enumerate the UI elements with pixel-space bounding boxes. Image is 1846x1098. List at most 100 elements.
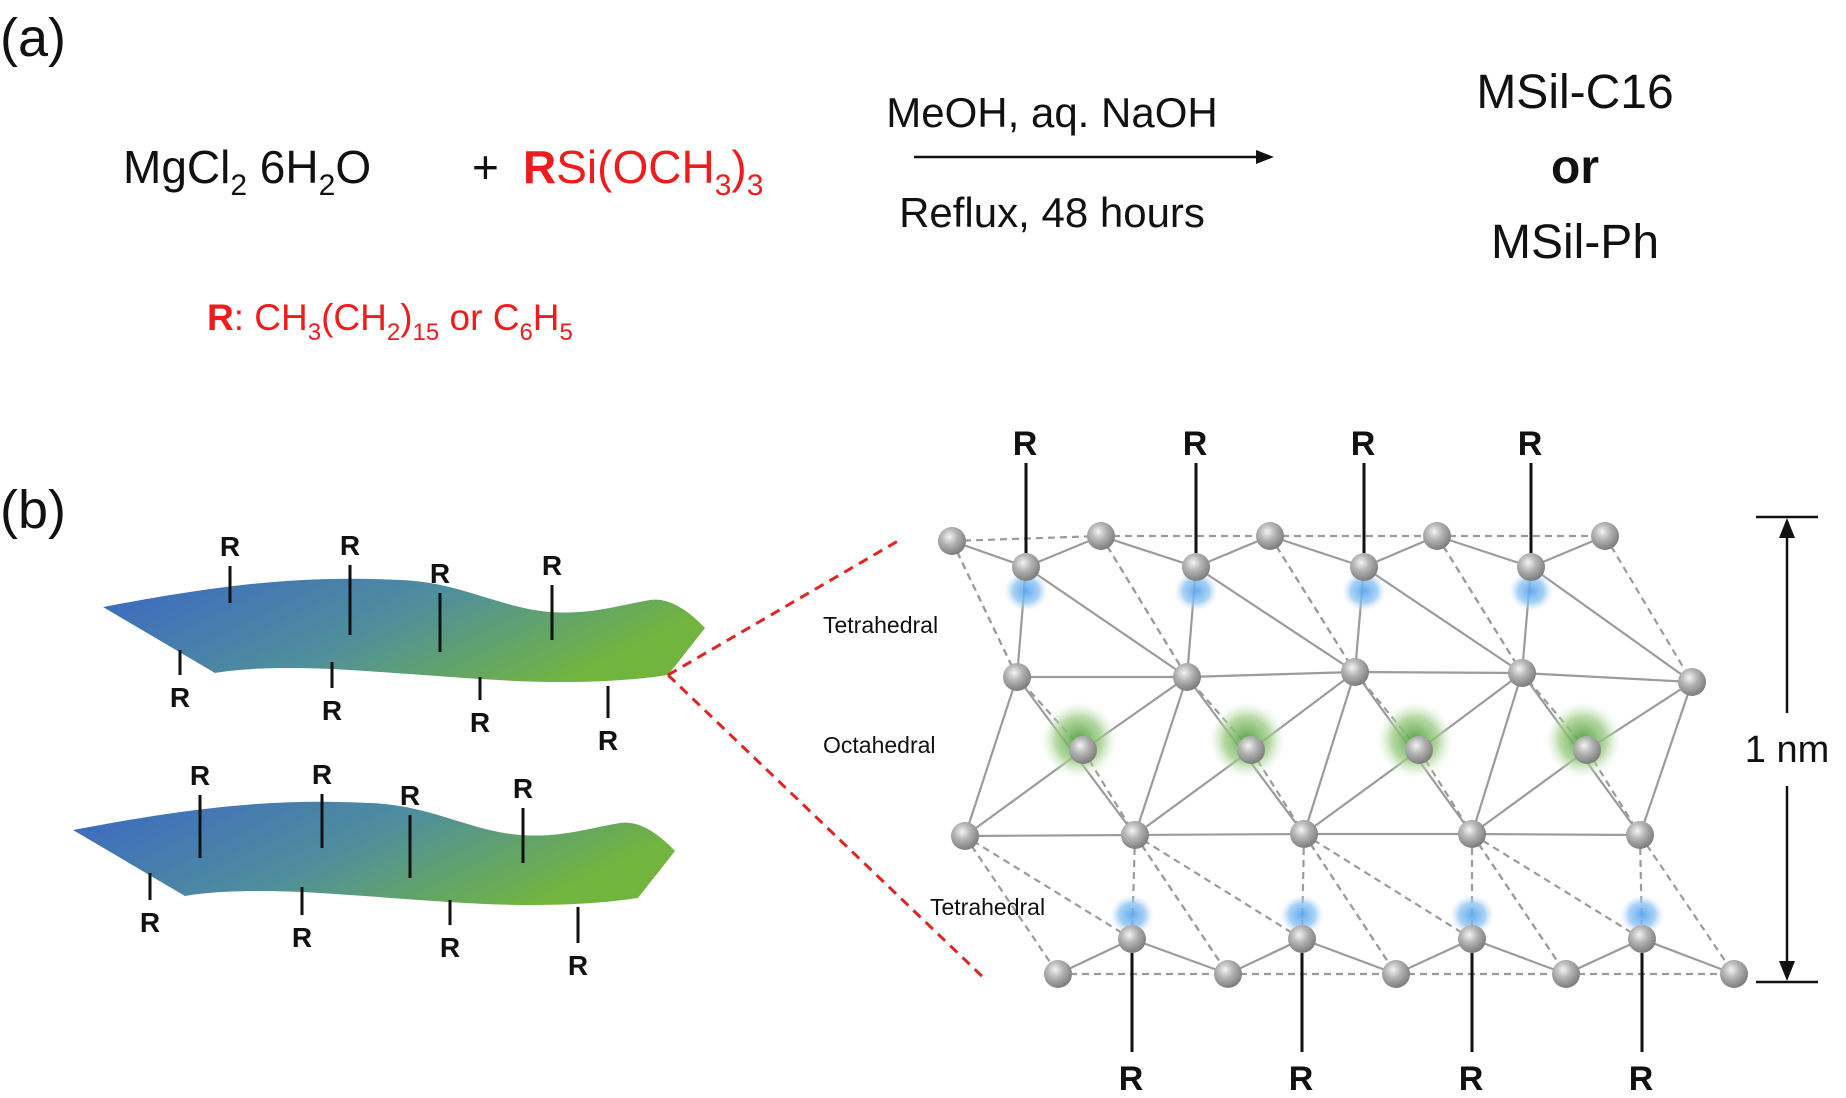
lattice-atom — [1087, 522, 1115, 550]
layered-sheet-upper: R R R R R R R R — [103, 530, 705, 756]
lattice-atom — [1382, 960, 1410, 988]
r-group-label: R — [400, 780, 420, 811]
product-msil-ph: MSil-Ph — [1491, 216, 1659, 269]
lattice-atom — [1182, 553, 1210, 581]
silicon-site — [1509, 571, 1553, 611]
lattice-atom — [1173, 663, 1201, 691]
r-group-label: R — [340, 530, 360, 561]
condition-reagents: MeOH, aq. NaOH — [886, 89, 1217, 136]
r-group-label: R — [542, 550, 562, 581]
r-group-label: R — [1289, 1060, 1314, 1098]
lattice-atom — [1720, 960, 1748, 988]
lattice-bond — [1302, 671, 1357, 835]
lattice-bond — [1638, 681, 1694, 836]
lattice-bond — [1269, 535, 1356, 673]
r-group-label: R — [312, 759, 332, 790]
sheet-body — [103, 578, 705, 682]
r-group-label: R — [292, 922, 312, 953]
lattice-bond — [1354, 670, 1523, 675]
lattice-bond — [1604, 535, 1693, 683]
sheet-body — [73, 801, 675, 905]
lattice-bond — [1436, 534, 1532, 569]
lattice-bond — [1521, 671, 1693, 684]
label-octahedral: Octahedral — [823, 732, 936, 758]
lattice-atom — [1290, 820, 1318, 848]
r-group-label: R — [220, 531, 240, 562]
lattice-bond — [1134, 834, 1303, 940]
scale-bar-1nm: 1 nm — [1745, 515, 1829, 984]
label-tetrahedral-bottom: Tetrahedral — [930, 894, 1045, 920]
scale-bar-label: 1 nm — [1745, 729, 1829, 771]
label-tetrahedral-top: Tetrahedral — [823, 612, 938, 638]
silicon-site — [1174, 571, 1218, 611]
lattice-cation-sites — [1004, 571, 1664, 935]
lattice-atom — [1237, 736, 1265, 764]
reactant-magnesium-chloride: MgCl2 6H2O — [123, 141, 371, 202]
r-group-label: R — [140, 907, 160, 938]
lattice-bond — [1134, 834, 1229, 975]
lattice-bond — [1301, 937, 1397, 976]
lattice-atom — [1628, 925, 1656, 953]
lattice-bond — [1471, 832, 1641, 837]
r-group-label: R — [1518, 425, 1543, 463]
r-group-label: R — [430, 558, 450, 589]
lattice-bond — [1363, 566, 1523, 674]
r-group-label: R — [470, 707, 490, 738]
lattice-bond — [964, 835, 1133, 940]
r-group-label: R — [1459, 1060, 1484, 1098]
lattice-bond — [1470, 672, 1524, 835]
r-group-definition: R: CH3(CH2)15 or C6H5 — [207, 297, 573, 346]
lattice-bond — [1133, 676, 1189, 836]
r-group-label: R — [440, 932, 460, 963]
lattice-oxygen-atoms — [938, 522, 1748, 988]
r-group-label: R — [1629, 1060, 1654, 1098]
panel-b-label: (b) — [0, 480, 66, 540]
lattice-bond — [1471, 833, 1643, 940]
r-group-label: R — [1119, 1060, 1144, 1098]
lattice-atom — [1678, 668, 1706, 696]
r-group-label: R — [322, 695, 342, 726]
reaction-arrow — [914, 150, 1274, 164]
panel-b: (b) R R R R R R R R R R R R R R R R R R R R R R R R Tetrahedr… — [0, 425, 1829, 1098]
silicon-site — [1004, 571, 1048, 611]
lattice-atom — [938, 527, 966, 555]
lattice-atom — [1069, 736, 1097, 764]
lattice-atom — [1573, 736, 1601, 764]
lattice-bond — [1195, 566, 1356, 673]
lattice-bond — [1100, 535, 1188, 678]
r-group-label: R — [598, 725, 618, 756]
lattice-atom — [1214, 960, 1242, 988]
lattice-bond — [1436, 535, 1523, 674]
lattice-atom — [1508, 659, 1536, 687]
r-group-label: R — [568, 950, 588, 981]
lattice-atom — [1350, 553, 1378, 581]
lattice-bond — [951, 540, 1018, 678]
silicon-site — [1280, 895, 1324, 935]
lattice-atom — [1405, 736, 1433, 764]
lattice-atom — [1044, 960, 1072, 988]
lattice-bond — [1186, 670, 1356, 679]
lattice-atom — [1121, 821, 1149, 849]
lattice-atom — [1012, 553, 1040, 581]
lattice-bond — [1303, 833, 1473, 940]
lattice-bond — [1530, 566, 1693, 683]
r-group-label: R — [170, 682, 190, 713]
lattice-bond — [1100, 534, 1197, 569]
lattice-atom — [1458, 820, 1486, 848]
lattice-atom — [951, 822, 979, 850]
lattice-bond — [1641, 937, 1735, 976]
lattice-bond — [1471, 937, 1567, 976]
lattice-bond — [1303, 833, 1397, 975]
zoom-lines — [666, 536, 989, 983]
reactant-organosilane: RSi(OCH3)3 — [523, 141, 763, 202]
plus-sign: + — [472, 141, 499, 193]
r-group-label: R — [190, 760, 210, 791]
lattice-atom — [1003, 663, 1031, 691]
lattice-atom — [1517, 553, 1545, 581]
lattice-atom — [1591, 522, 1619, 550]
lattice-atom — [1341, 658, 1369, 686]
lattice-atom — [1256, 522, 1284, 550]
panel-a-label: (a) — [0, 8, 66, 68]
